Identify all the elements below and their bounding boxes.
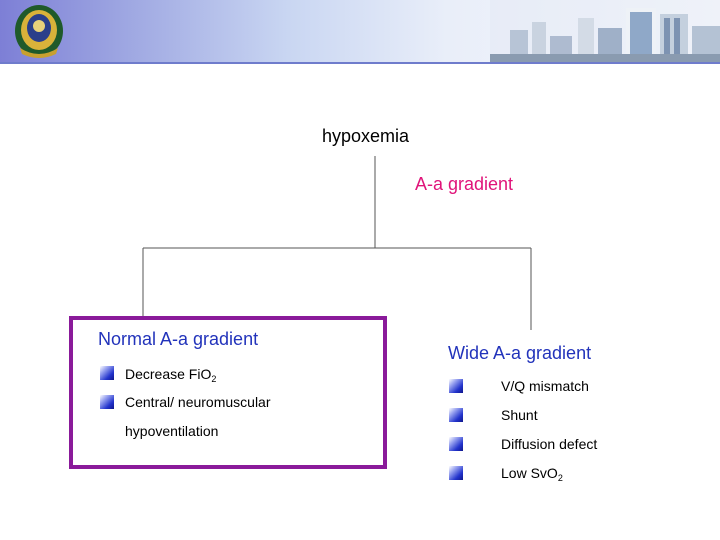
normal-gradient-title: Normal A-a gradient [98,329,259,349]
branch-criterion-label: A-a gradient [415,174,514,194]
wide-gradient-title: Wide A-a gradient [448,343,592,363]
normal-item-decrease-fio2: Decrease FiO2 [125,366,217,384]
bullet-icon [449,466,463,480]
bullet-icon [100,395,114,409]
banner-divider [0,62,720,64]
bullet-icon [100,366,114,380]
root-node-label: hypoxemia [322,126,410,146]
city-buildings-photo [490,0,720,62]
wide-item-shunt: Shunt [501,407,538,423]
header-banner [0,0,720,62]
normal-item-central-neuromuscular: Central/ neuromuscular [125,394,271,410]
wide-item-diffusion-defect: Diffusion defect [501,436,598,452]
normal-item-hypoventilation: hypoventilation [125,423,219,439]
bullet-icon [449,379,463,393]
wide-item-low-svo2: Low SvO2 [501,465,563,483]
wide-item-vq-mismatch: V/Q mismatch [501,378,589,394]
bullet-icon [449,437,463,451]
university-seal-icon [15,5,63,58]
bullet-icon [449,408,463,422]
normal-gradient-highlight-box [69,316,387,469]
